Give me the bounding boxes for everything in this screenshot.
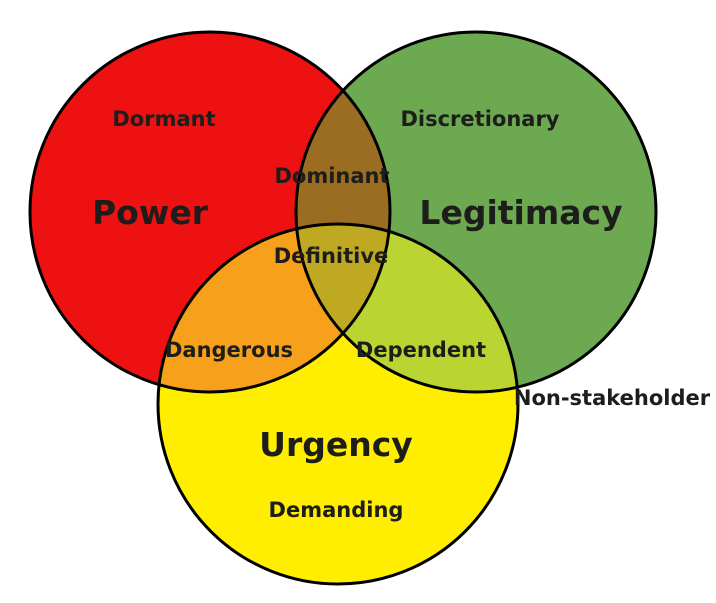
labels-group: Dormant Discretionary Dominant Power Leg… <box>92 107 711 522</box>
demanding-region-label: Demanding <box>269 498 404 522</box>
dangerous-overlap-region <box>158 224 390 392</box>
dependent-region-label: Dependent <box>356 338 486 362</box>
legitimacy-circle-outline <box>294 30 658 394</box>
urgency-circle-outline <box>156 222 520 586</box>
power-circle-outline <box>28 30 392 394</box>
non-stakeholder-label: Non-stakeholder <box>514 386 711 410</box>
dominant-region-label: Dominant <box>274 164 389 188</box>
dormant-region-label: Dormant <box>112 107 215 131</box>
dangerous-region-label: Dangerous <box>165 338 293 362</box>
urgency-clip-group <box>158 224 518 392</box>
definitive-region-label: Definitive <box>274 244 389 268</box>
dependent-overlap-region <box>296 224 518 392</box>
power-circle-label: Power <box>92 193 209 232</box>
circle-outlines <box>28 30 658 586</box>
discretionary-region-label: Discretionary <box>400 107 559 131</box>
legitimacy-circle-label: Legitimacy <box>419 193 622 232</box>
urgency-circle-label: Urgency <box>259 425 413 464</box>
